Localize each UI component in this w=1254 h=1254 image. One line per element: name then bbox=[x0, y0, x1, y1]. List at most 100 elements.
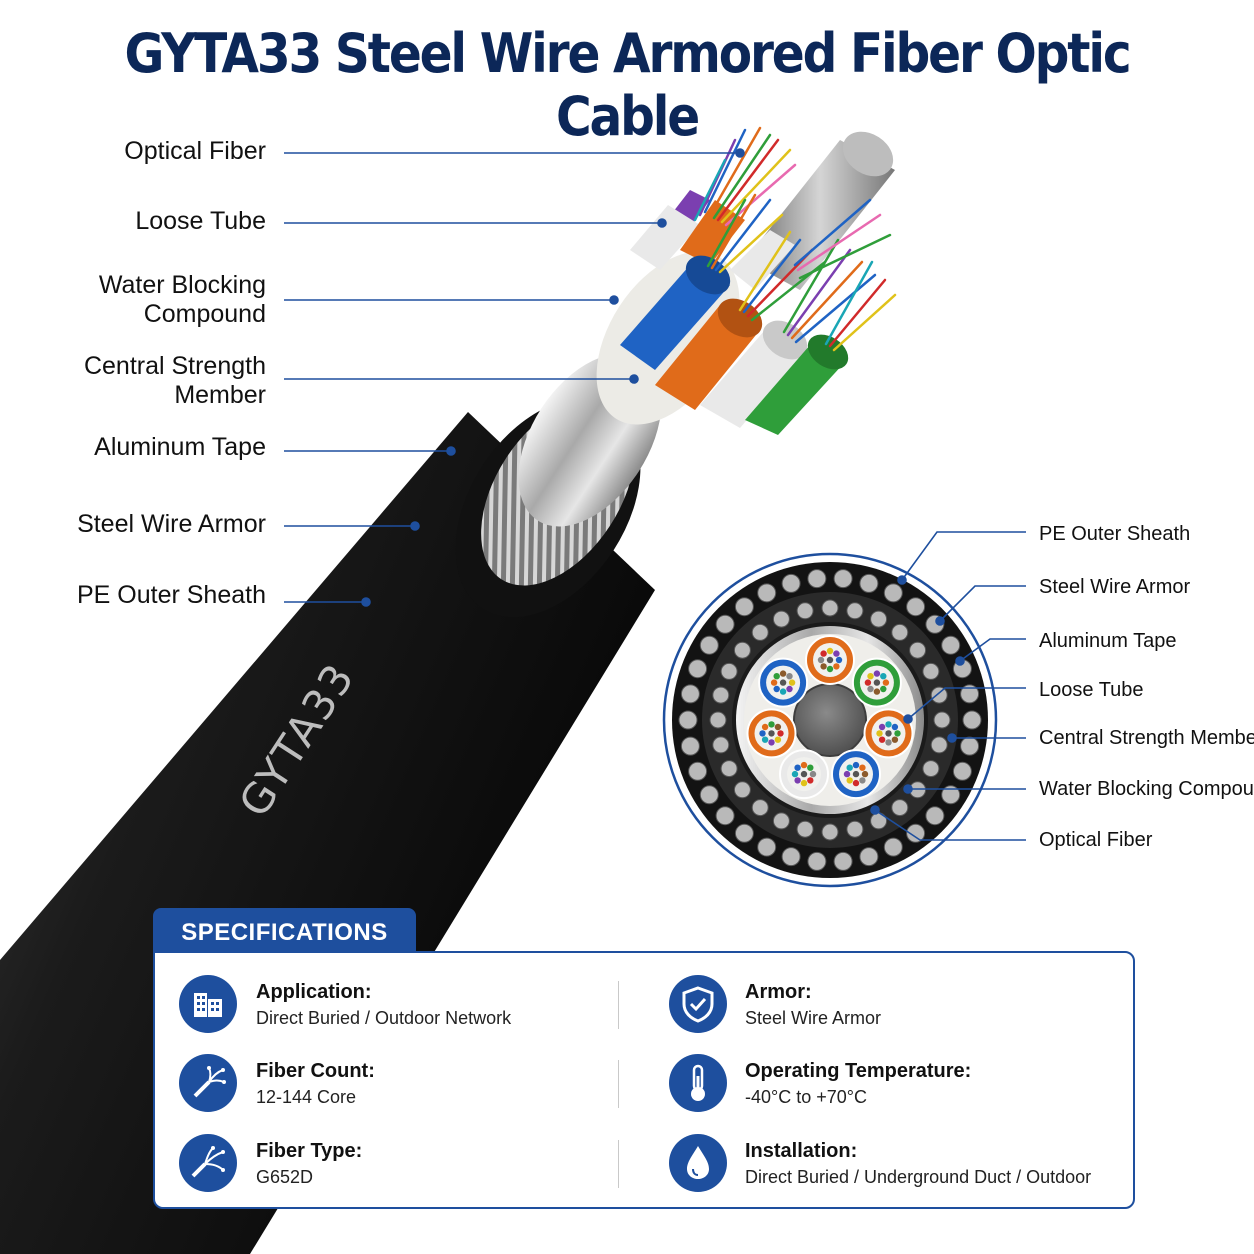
armor-wire bbox=[870, 610, 888, 628]
label-water-blocking-line1: Water Blocking bbox=[98, 271, 266, 299]
optical-fiber bbox=[770, 679, 778, 686]
armor-wire bbox=[680, 736, 700, 756]
optical-fiber bbox=[768, 730, 775, 737]
loose-tube bbox=[758, 657, 809, 708]
rlabel-loose-tube: Loose Tube bbox=[1039, 679, 1144, 701]
optical-fiber bbox=[843, 770, 851, 778]
spec-fiber-count-label: Fiber Count: bbox=[256, 1060, 375, 1082]
specs-panel: Application: Direct Buried / Outdoor Net… bbox=[153, 951, 1135, 1209]
armor-wire bbox=[709, 711, 727, 729]
optical-fiber bbox=[807, 764, 814, 771]
cross-section bbox=[662, 552, 998, 888]
optical-fiber bbox=[768, 721, 775, 728]
optical-fiber bbox=[774, 723, 782, 731]
armor-wire bbox=[922, 662, 940, 680]
armor-wire bbox=[833, 569, 853, 589]
armor-wire bbox=[712, 736, 730, 754]
label-central-strength-line1: Central Strength bbox=[83, 352, 266, 380]
label-water-blocking: Water Blocking Compound bbox=[99, 271, 266, 329]
rlabel-optical-fiber: Optical Fiber bbox=[1039, 829, 1153, 851]
optical-fiber bbox=[894, 730, 901, 737]
loose-tube bbox=[779, 749, 829, 800]
thermometer-icon bbox=[669, 1054, 727, 1112]
armor-wire bbox=[930, 736, 948, 754]
optical-fiber bbox=[880, 673, 887, 680]
armor-wire bbox=[941, 635, 961, 655]
optical-fiber bbox=[873, 679, 881, 686]
optical-fiber bbox=[833, 663, 840, 670]
armor-wire bbox=[734, 597, 754, 617]
optical-fiber bbox=[878, 723, 886, 731]
armor-wire bbox=[796, 602, 814, 620]
armor-wire bbox=[952, 761, 972, 781]
armor-wire bbox=[859, 573, 879, 593]
label-aluminum-tape: Aluminum Tape bbox=[94, 433, 266, 461]
optical-fiber bbox=[873, 688, 881, 695]
label-optical-fiber: Optical Fiber bbox=[124, 137, 266, 165]
optical-fiber bbox=[885, 739, 892, 746]
optical-fiber bbox=[852, 770, 860, 778]
spec-application-value: Direct Buried / Outdoor Network bbox=[256, 1008, 512, 1028]
optical-fiber bbox=[773, 685, 780, 693]
optical-fiber bbox=[779, 670, 787, 677]
armor-wire bbox=[909, 641, 927, 659]
optical-fiber bbox=[859, 777, 866, 784]
optical-fiber-strands bbox=[693, 126, 897, 352]
armor-wire bbox=[680, 684, 700, 704]
armor-wire bbox=[720, 760, 738, 778]
spec-installation-value: Direct Buried / Underground Duct / Outdo… bbox=[745, 1167, 1092, 1187]
shield-icon bbox=[669, 975, 727, 1033]
rlabel-aluminum-tape: Aluminum Tape bbox=[1039, 630, 1177, 652]
optical-fiber bbox=[885, 721, 892, 728]
armor-wire bbox=[715, 614, 735, 634]
left-leader-lines bbox=[284, 148, 745, 607]
optical-fiber bbox=[864, 679, 872, 686]
optical-fiber bbox=[773, 673, 780, 680]
optical-fiber bbox=[800, 761, 808, 769]
fiber-strands-icon bbox=[179, 1134, 237, 1192]
armor-wire bbox=[781, 573, 801, 593]
loose-tube bbox=[746, 708, 797, 759]
spec-application-label: Application: bbox=[256, 981, 372, 1003]
rlabel-pe-outer-sheath: PE Outer Sheath bbox=[1039, 523, 1191, 545]
label-steel-wire-armor: Steel Wire Armor bbox=[77, 510, 266, 538]
optical-fiber bbox=[891, 736, 899, 743]
specs-divider bbox=[618, 981, 619, 1029]
optical-fiber bbox=[852, 761, 860, 769]
optical-fiber bbox=[786, 673, 793, 680]
optical-fiber bbox=[835, 656, 843, 664]
water-drop-icon bbox=[669, 1134, 727, 1192]
armor-wire bbox=[688, 659, 708, 679]
spec-fiber-type-value: G652D bbox=[256, 1167, 314, 1187]
armor-wire bbox=[772, 812, 790, 830]
armor-wire bbox=[699, 785, 719, 805]
armor-wire bbox=[960, 736, 980, 756]
optical-fiber bbox=[820, 663, 827, 670]
optical-fiber bbox=[826, 656, 834, 664]
optical-fiber bbox=[867, 673, 874, 680]
optical-fiber bbox=[779, 688, 787, 695]
optical-fiber bbox=[800, 770, 808, 778]
optical-fiber bbox=[788, 679, 796, 686]
spec-fiber-type-label: Fiber Type: bbox=[256, 1140, 363, 1162]
optical-fiber bbox=[826, 665, 834, 673]
armor-wire bbox=[925, 806, 945, 826]
armor-wire bbox=[807, 569, 827, 589]
page-title: GYTA33 Steel Wire Armored Fiber Optic Ca… bbox=[124, 22, 1131, 148]
armor-wire bbox=[906, 597, 926, 617]
spec-temperature-value: -40°C to +70°C bbox=[745, 1087, 867, 1107]
armor-wire bbox=[891, 799, 909, 817]
cross-section-armor-wires bbox=[678, 569, 982, 871]
optical-fiber bbox=[777, 730, 784, 737]
armor-wire bbox=[933, 711, 951, 729]
optical-fiber bbox=[817, 656, 825, 664]
optical-fiber bbox=[891, 723, 899, 731]
label-central-strength: Central Strength Member bbox=[84, 352, 266, 410]
armor-wire bbox=[751, 799, 769, 817]
armor-wire bbox=[906, 823, 926, 843]
optical-fiber bbox=[867, 685, 874, 693]
optical-fiber bbox=[807, 777, 814, 784]
label-water-blocking-line2: Compound bbox=[143, 300, 266, 328]
armor-wire bbox=[715, 806, 735, 826]
optical-fiber bbox=[791, 770, 799, 778]
